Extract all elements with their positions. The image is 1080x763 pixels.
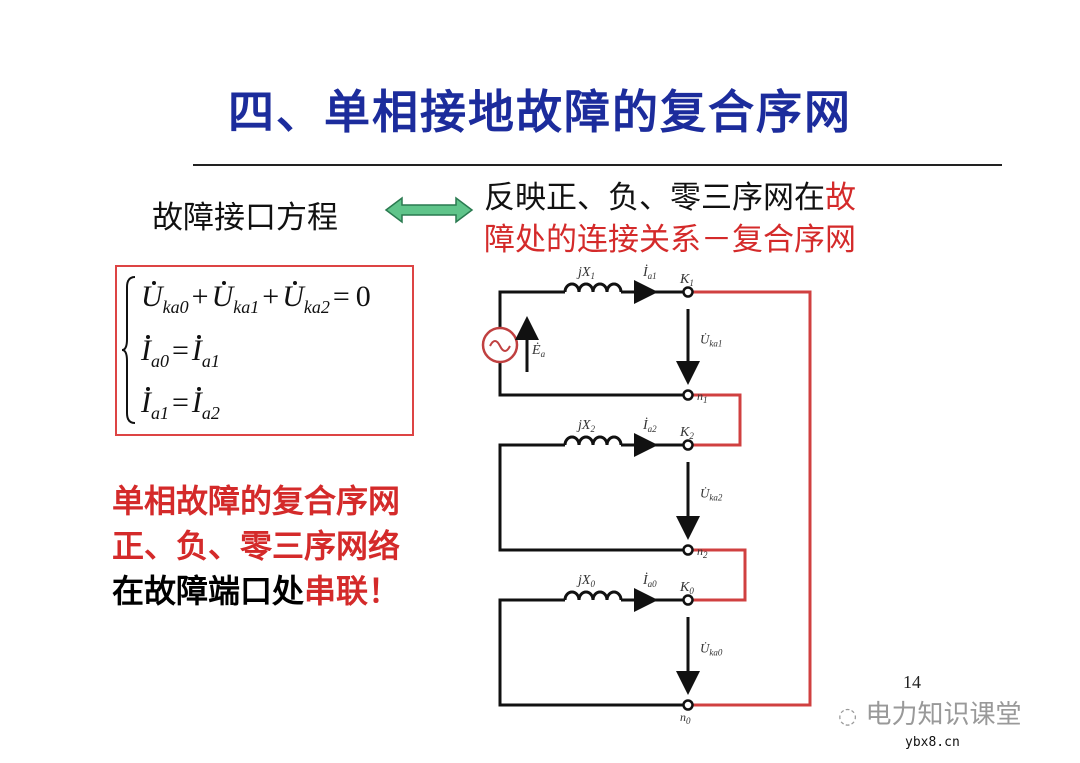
reactance-label: jX1 [576,265,595,281]
wire [498,443,688,552]
title-divider [193,164,1002,166]
reflect-black: 反映正、负、零三序网在 [484,180,825,216]
note-line1: 单相故障的复合序网 [112,482,401,520]
series-link-wires [692,290,812,707]
neutral-label: n0 [680,710,691,726]
note-line3: 在故障端口处串联！ [112,572,400,610]
fault-point-label: K0 [679,580,694,596]
note-line2: 正、负、零三序网络 [112,527,401,565]
reflect-text-line2: 障处的连接关系－复合序网 [484,222,856,258]
current-label: İa2 [642,417,657,434]
terminal-k [682,286,694,298]
emf-label: Ėa [531,342,546,359]
watermark: ◌ 电力知识课堂 [838,700,1022,730]
wechat-icon: ◌ [838,704,858,729]
fault-point-label: K1 [679,272,694,288]
equation-box: Uka0+Uka1+Uka2=0 Ia0=Ia1 Ia1=Ia2 [115,265,414,436]
reactance-label: jX0 [576,573,595,589]
current-label: İa0 [642,572,657,589]
sine-wave-icon [489,340,511,352]
brace [121,276,136,424]
voltage-label: U̇ka0 [700,641,723,658]
note-red: 串联！ [304,572,401,610]
terminal-n [682,389,694,401]
equation-1: Uka0+Uka1+Uka2=0 [141,280,371,317]
terminal-n [682,544,694,556]
neutral-label: n1 [697,389,708,405]
equation-2: Ia0=Ia1 [141,334,220,371]
double-arrow-icon [384,196,474,224]
inductor-icon [563,590,623,601]
reflect-red: 故 [825,180,856,216]
note-black: 在故障端口处 [112,572,305,610]
wire [498,598,688,707]
terminal-k [682,439,694,451]
reactance-label: jX2 [576,418,595,434]
inductor-icon [563,282,623,293]
slide-title: 四、单相接地故障的复合序网 [228,85,852,139]
inductor-icon [563,435,623,446]
equation-3: Ia1=Ia2 [141,386,220,423]
wire [498,290,565,328]
terminal-n [682,699,694,711]
watermark-site: ybx8.cn [905,735,960,750]
page-number: 14 [903,672,921,692]
terminal-k [682,594,694,606]
wire [498,362,688,397]
voltage-label: U̇ka2 [700,486,723,503]
neutral-label: n2 [697,544,708,560]
fault-point-label: K2 [679,425,694,441]
voltage-label: U̇ka1 [700,332,722,349]
interface-equation-label: 故障接口方程 [152,200,338,236]
current-label: İa1 [642,264,657,281]
reflect-text-line1: 反映正、负、零三序网在故 [484,172,856,217]
